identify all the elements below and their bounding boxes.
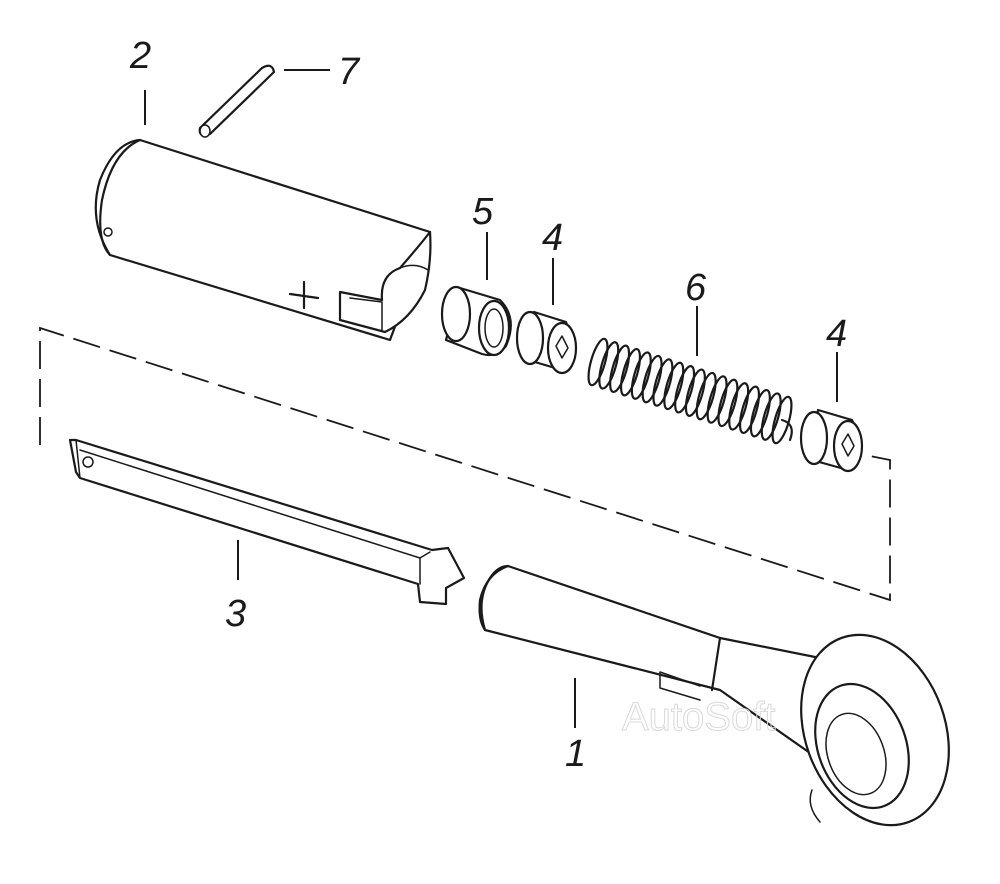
spring-coil — [598, 341, 620, 390]
callout-7: 7 — [338, 51, 361, 93]
part-5-bushing — [440, 285, 512, 357]
spring-coil — [630, 351, 652, 400]
assembly-guide-line — [39, 326, 891, 602]
callout-5: 5 — [472, 191, 494, 233]
spring-coil — [641, 354, 663, 404]
callout-1: 1 — [565, 733, 586, 775]
spring-coil — [609, 344, 631, 394]
spring-coil — [728, 382, 750, 431]
watermark: AutoSoft — [622, 695, 775, 739]
spring-coil — [717, 378, 739, 428]
spring-end — [780, 418, 793, 442]
spring-coil — [738, 385, 761, 435]
spring-coil — [695, 371, 717, 421]
spring-coil — [663, 361, 685, 411]
callout-6: 6 — [685, 267, 707, 309]
callout-4b: 4 — [826, 313, 847, 355]
spring-coil — [771, 395, 793, 445]
part-7-pin — [198, 64, 276, 138]
leader-lines — [144, 69, 838, 728]
callout-3: 3 — [225, 593, 246, 635]
spring-coil — [674, 365, 696, 414]
spring-coil — [706, 375, 728, 424]
spring-coil — [587, 337, 609, 387]
part-3-latch-bar — [68, 438, 466, 606]
spring-coil — [749, 388, 771, 438]
spring-coil — [760, 392, 782, 441]
part-6-spring — [587, 337, 793, 445]
part-4-washer-left — [515, 310, 578, 375]
spring-coil — [652, 358, 674, 407]
callout-2: 2 — [129, 35, 151, 77]
part-4-washer-right — [799, 408, 864, 473]
spring-coil — [684, 368, 706, 417]
part-1-rod-end — [478, 564, 950, 827]
spring-coil — [619, 347, 642, 397]
part-2-housing — [94, 138, 432, 342]
callout-4a: 4 — [542, 217, 563, 259]
callout-labels: 2 7 5 4 6 4 3 1 — [129, 35, 847, 775]
